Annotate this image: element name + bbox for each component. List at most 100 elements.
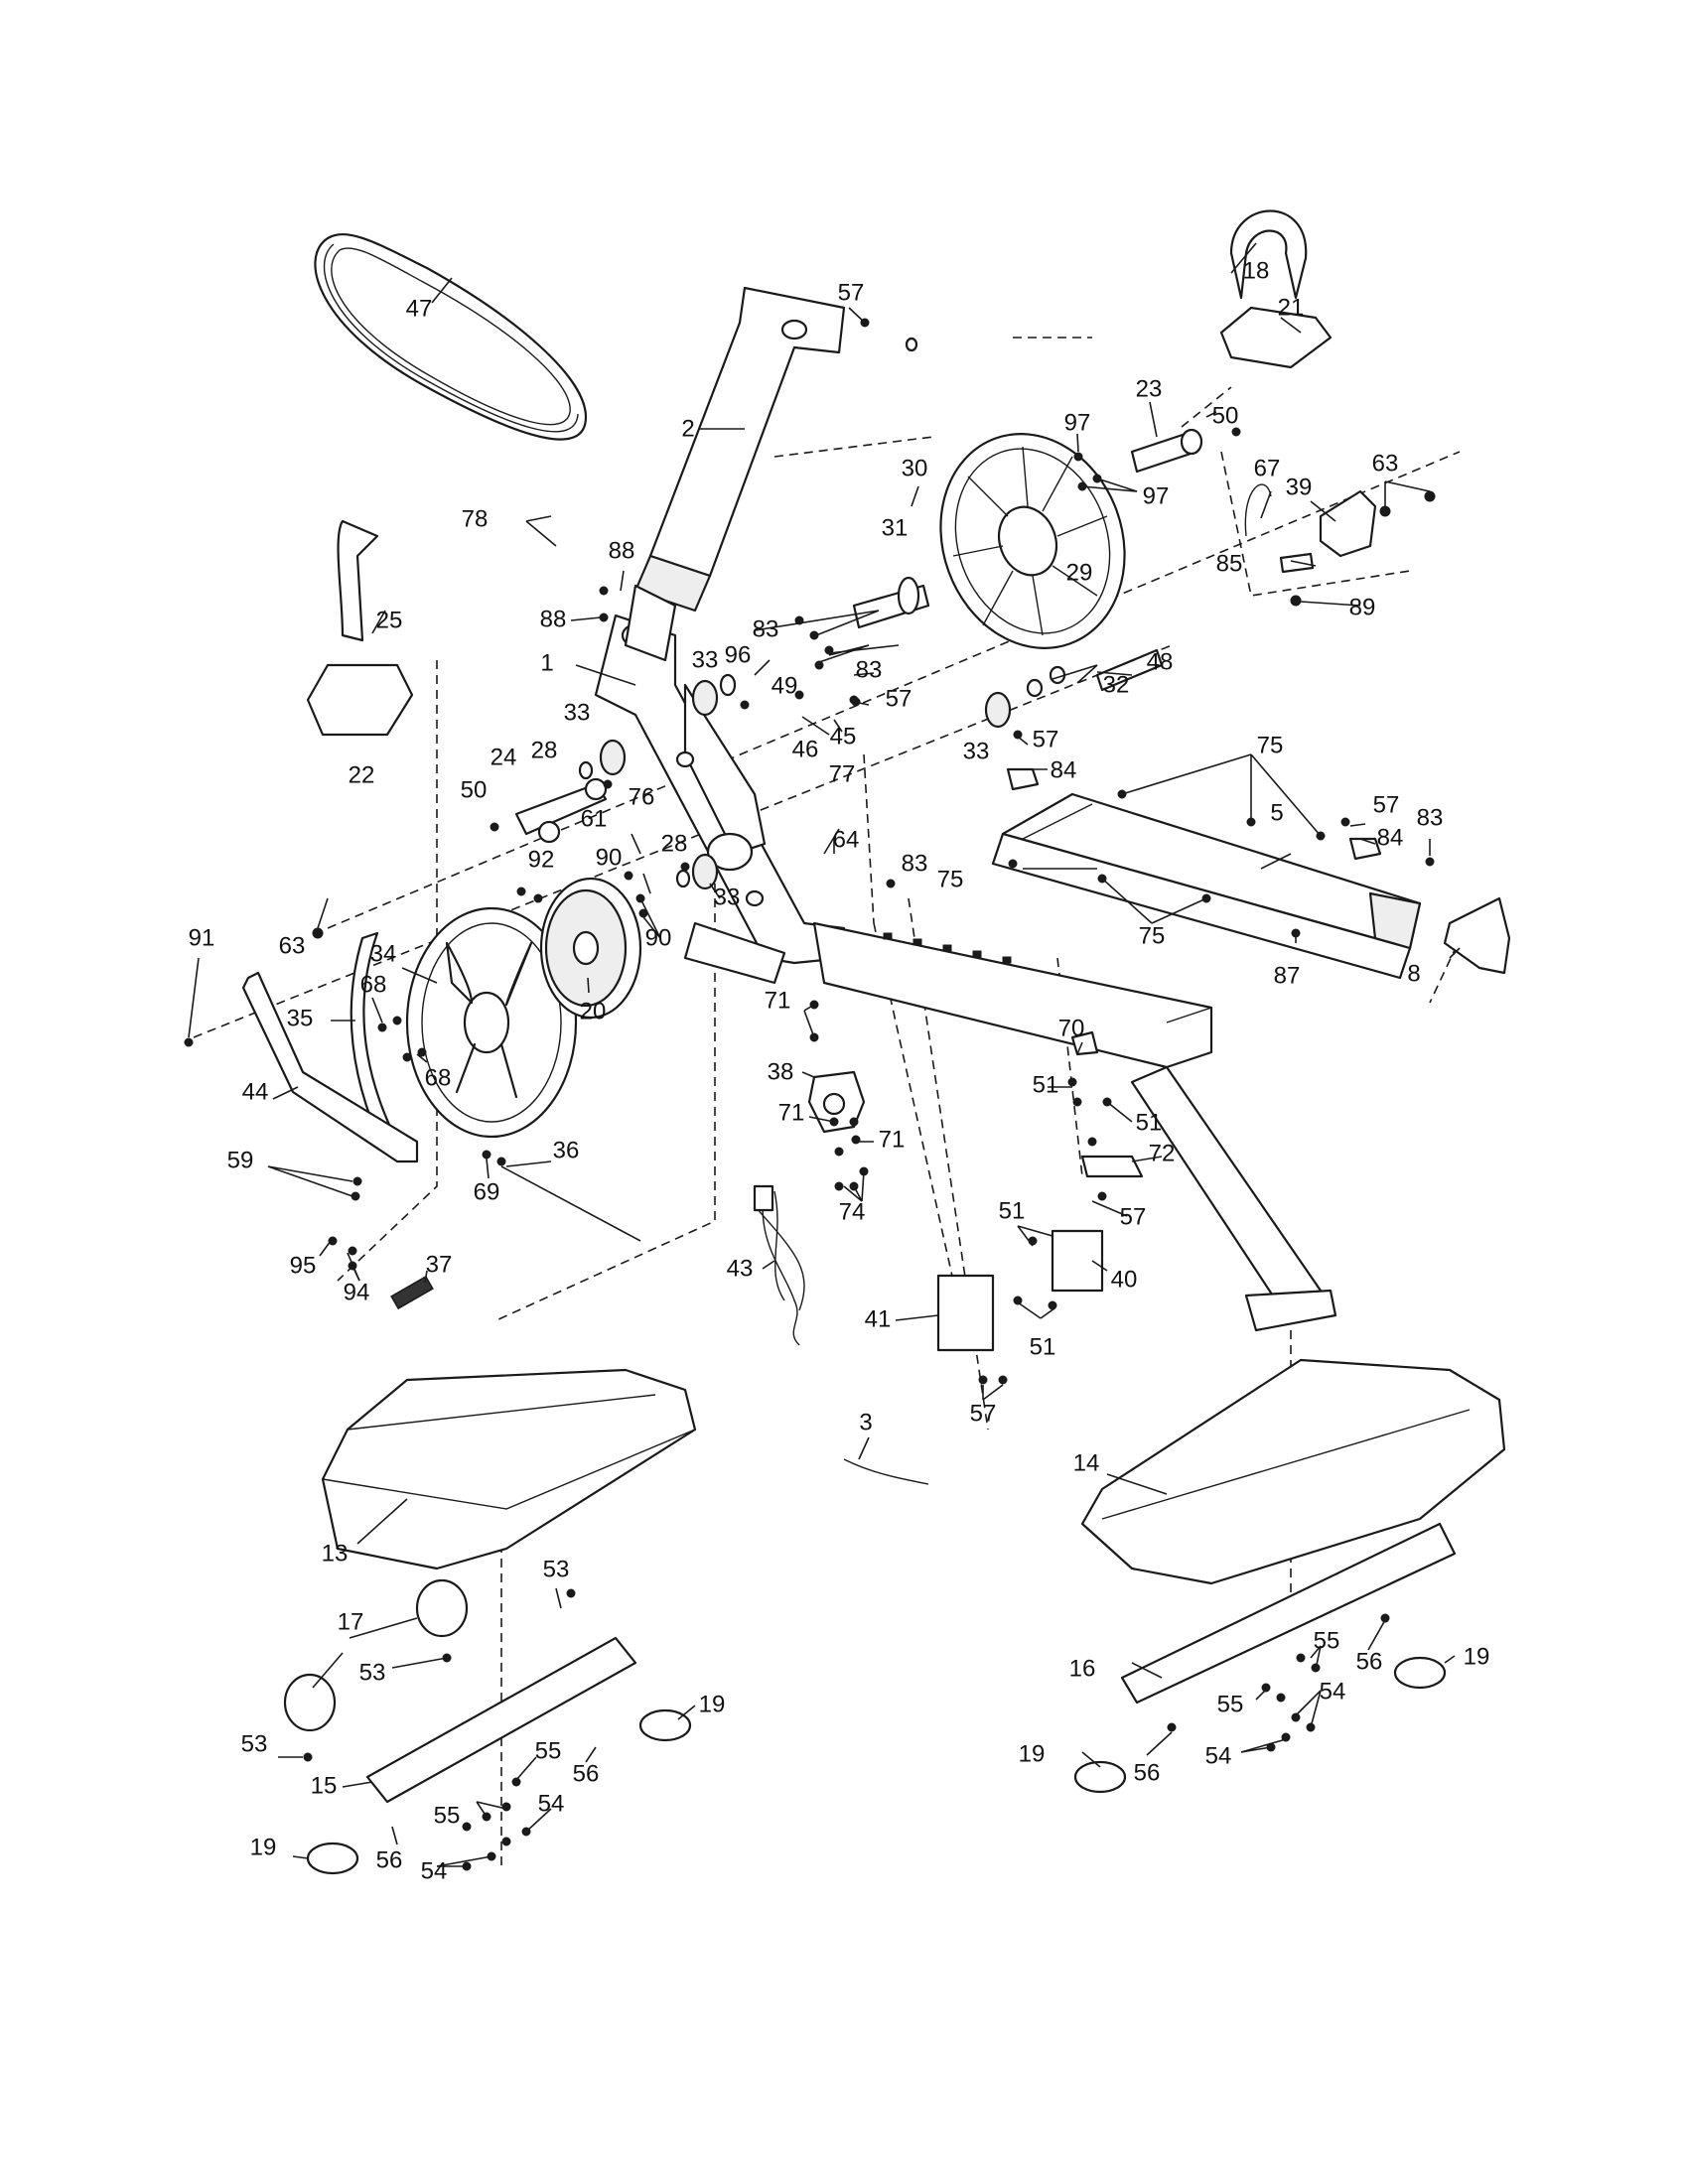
part-label-38: 38 [768,1058,794,1085]
base-covers [321,1358,1506,1585]
part-label-41: 41 [865,1305,892,1332]
part-label-57: 57 [886,685,912,712]
part-label-45: 45 [830,723,857,750]
part-label-34: 34 [370,940,397,967]
part-label-75: 75 [1139,922,1166,949]
wire-harness [753,1184,929,1485]
part-label-59: 59 [227,1147,254,1173]
part-label-19: 19 [1019,1740,1046,1767]
frame-rail [812,921,1337,1332]
part-label-55: 55 [1217,1691,1244,1717]
part-label-53: 53 [543,1556,570,1582]
part-label-16: 16 [1069,1655,1096,1682]
motor-bracket [807,1070,866,1134]
part-label-13: 13 [322,1540,349,1567]
part-label-23: 23 [1136,375,1163,402]
part-label-21: 21 [1278,294,1305,321]
part-label-33: 33 [714,884,741,910]
part-label-37: 37 [426,1251,453,1278]
part-label-3: 3 [859,1409,872,1435]
part-label-90: 90 [645,924,672,951]
bearings-washers [537,337,1382,1178]
part-label-71: 71 [879,1126,906,1153]
part-label-29: 29 [1066,559,1093,586]
part-label-43: 43 [727,1255,754,1282]
main-frame [594,584,846,985]
part-label-25: 25 [376,607,403,633]
pulley-wheel [405,906,578,1139]
fan-wheel [939,433,1126,649]
part-label-87: 87 [1274,962,1301,989]
part-label-54: 54 [421,1857,448,1884]
part-label-48: 48 [1147,648,1174,675]
part-label-75: 75 [1257,732,1284,758]
leader-lines [188,242,1461,1867]
part-label-44: 44 [242,1078,269,1105]
part-label-19: 19 [699,1691,726,1717]
part-label-54: 54 [538,1790,565,1817]
part-label-92: 92 [528,846,555,873]
part-label-56: 56 [573,1760,600,1787]
base-beams [365,1522,1457,1804]
upright-post [633,286,846,613]
part-label-54: 54 [1320,1678,1346,1705]
part-label-55: 55 [535,1737,562,1764]
part-label-17: 17 [338,1608,364,1635]
belt-guard [241,931,419,1163]
part-label-78: 78 [462,505,489,532]
crank-arm [514,777,608,836]
part-label-96: 96 [725,641,752,668]
part-label-33: 33 [692,646,719,673]
part-label-83: 83 [902,850,928,877]
part-label-75: 75 [937,866,964,892]
part-label-97: 97 [1064,409,1091,436]
part-label-83: 83 [1417,804,1444,831]
part-label-67: 67 [1254,455,1281,481]
part-label-85: 85 [1216,550,1243,577]
leveler-feet [306,1656,1447,1875]
part-label-51: 51 [999,1197,1026,1224]
part-label-47: 47 [406,295,433,322]
part-label-77: 77 [829,760,856,787]
part-label-8: 8 [1407,960,1420,987]
part-label-19: 19 [1464,1643,1490,1670]
part-label-22: 22 [349,761,375,788]
part-number-labels: 47 2 57 18 21 23 50 97 97 30 67 63 39 78… [189,257,1490,1884]
part-label-76: 76 [629,783,655,810]
part-label-30: 30 [902,455,928,481]
part-label-95: 95 [290,1252,317,1279]
part-label-64: 64 [833,826,860,853]
part-label-18: 18 [1243,257,1270,284]
part-label-28: 28 [661,830,688,857]
part-label-46: 46 [792,736,819,762]
part-label-56: 56 [1134,1759,1161,1786]
control-boxes [936,1229,1104,1352]
part-label-53: 53 [241,1730,268,1757]
rod-and-spring [390,1165,641,1310]
part-label-54: 54 [1205,1742,1232,1769]
part-label-68: 68 [425,1064,452,1091]
part-label-89: 89 [1349,594,1376,620]
part-label-70: 70 [1058,1015,1085,1041]
belt [314,233,588,441]
part-label-5: 5 [1270,799,1283,826]
part-label-24: 24 [491,744,517,770]
part-label-71: 71 [778,1099,805,1126]
part-label-57: 57 [1373,791,1400,818]
part-label-31: 31 [882,514,909,541]
part-label-94: 94 [344,1279,370,1305]
part-label-50: 50 [461,776,488,803]
part-label-83: 83 [856,656,883,683]
part-label-63: 63 [1372,450,1399,477]
part-label-55: 55 [434,1802,461,1829]
part-label-36: 36 [553,1137,580,1163]
part-label-51: 51 [1136,1109,1163,1136]
part-label-35: 35 [287,1005,314,1031]
part-label-15: 15 [311,1772,338,1799]
pedals [306,209,1333,737]
seat-rail [991,792,1422,980]
part-label-57: 57 [838,279,865,306]
part-label-90: 90 [596,844,623,871]
part-label-51: 51 [1030,1333,1056,1360]
